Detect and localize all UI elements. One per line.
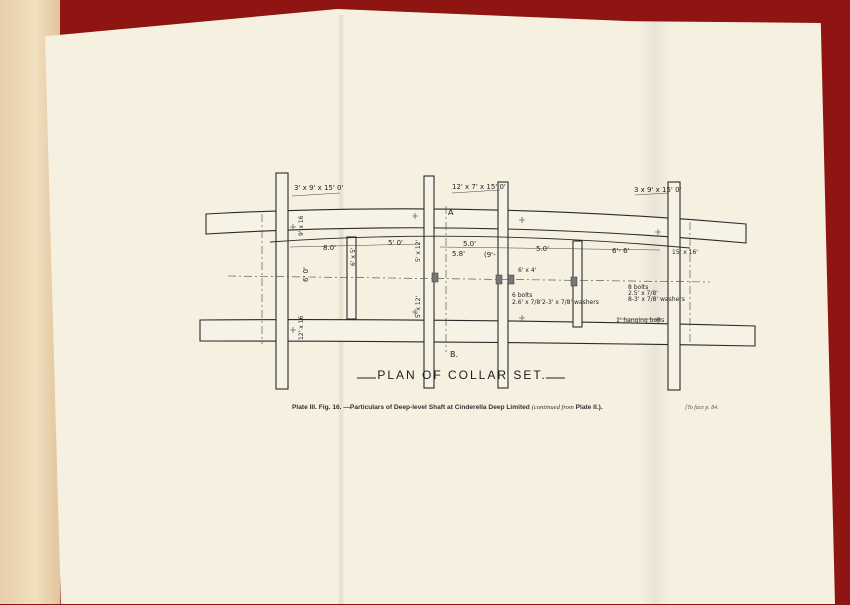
- bolt-block-1: [431, 272, 439, 283]
- dim-5-0c: 5.0': [536, 245, 549, 253]
- inner-collar-line: [269, 235, 691, 249]
- dim-9x16: 9' x 16: [298, 215, 305, 236]
- caption-plate-number: Plate III.: [292, 404, 317, 411]
- bolt-cross: [290, 327, 296, 333]
- bolt-note-6-size: 2.6' x 7/8': [512, 299, 542, 306]
- caption-plate-ref: Plate II.).: [575, 404, 603, 411]
- dimension-line: [439, 246, 661, 251]
- bolt-note-8-bolts: 8 bolts: [628, 284, 648, 291]
- bolt-block-3: [507, 274, 515, 285]
- dim-6x5: 6' x 5': [350, 247, 357, 266]
- dim-9: (9'-: [484, 251, 496, 259]
- leader-line: [291, 192, 341, 197]
- plate-fold-crease: [640, 20, 670, 604]
- lower-wall-plate: [199, 319, 756, 347]
- bolt-cross: [412, 213, 418, 219]
- dimension-line: [289, 243, 421, 248]
- bolt-cross: [412, 309, 418, 315]
- leader-line: [634, 192, 669, 196]
- leader-line: [451, 189, 501, 194]
- dim-8-0: 8.0': [323, 244, 336, 252]
- caption-fig-number: Fig. 16.: [318, 404, 342, 411]
- bolt-note-6-washers: 2-3' x 7/8' washers: [542, 299, 599, 306]
- bolt-note-8-washers: 8-3' x 7/8' washers: [628, 296, 685, 303]
- plan-title: PLAN OF COLLAR SET.: [377, 368, 547, 382]
- bolt-cross: [519, 315, 525, 321]
- divider-2: [497, 181, 509, 389]
- section-marker-B: B.: [450, 350, 458, 359]
- end-plate-right: [667, 181, 681, 391]
- bolt-note-8-size: 2.5' x 7/8': [628, 290, 658, 297]
- caption-text: —Particulars of Deep-level Shaft at Cind…: [343, 404, 530, 411]
- beam-size-centre: 12' x 7' x 15' 0': [452, 183, 506, 191]
- dim-15x16: 15' x 16': [672, 249, 698, 256]
- end-plate-left: [275, 172, 289, 390]
- section-marker-A: A: [448, 208, 454, 217]
- beam-size-left: 3' x 9' x 15' 0': [294, 184, 343, 192]
- bolt-cross: [655, 317, 661, 323]
- bolt-block-4: [570, 276, 578, 287]
- bolt-block-2: [495, 274, 503, 285]
- dim-6x4: 6' x 4': [518, 267, 537, 274]
- dim-5-0: 5' 0': [388, 239, 403, 247]
- caption-continued: (continued from: [531, 404, 574, 411]
- bolt-note-hanging: 1' hanging bolts: [616, 317, 664, 324]
- dim-12x16: 12' x 16: [298, 316, 305, 340]
- page-fold-shadow: [338, 15, 344, 605]
- bolt-cross: [519, 217, 525, 223]
- bunton-1: [346, 236, 357, 320]
- dim-5-0b: 5.0': [463, 240, 476, 248]
- bolt-note-6-bolts: 6 bolts: [512, 292, 532, 299]
- beam-size-right: 3 x 9' x 15' 0': [634, 186, 682, 194]
- plate-caption: Plate III. Fig. 16. —Particulars of Deep…: [292, 404, 702, 411]
- to-face-note: [To face p. 84.: [685, 405, 719, 411]
- upper-wall-plate: [205, 208, 747, 244]
- dim-6-6: 6'- 6': [612, 247, 630, 255]
- book-spread-page: [45, 9, 835, 604]
- bolt-cross: [290, 224, 296, 230]
- centre-line-horizontal: [227, 275, 711, 283]
- dim-5x12-b: 5' x 12': [415, 296, 422, 318]
- dim-5-8: 5.8': [452, 250, 465, 258]
- dim-5x12-a: 5' x 12': [415, 240, 422, 262]
- bolt-cross: [655, 229, 661, 235]
- dim-6-0-vertical: 6' 0': [302, 267, 310, 282]
